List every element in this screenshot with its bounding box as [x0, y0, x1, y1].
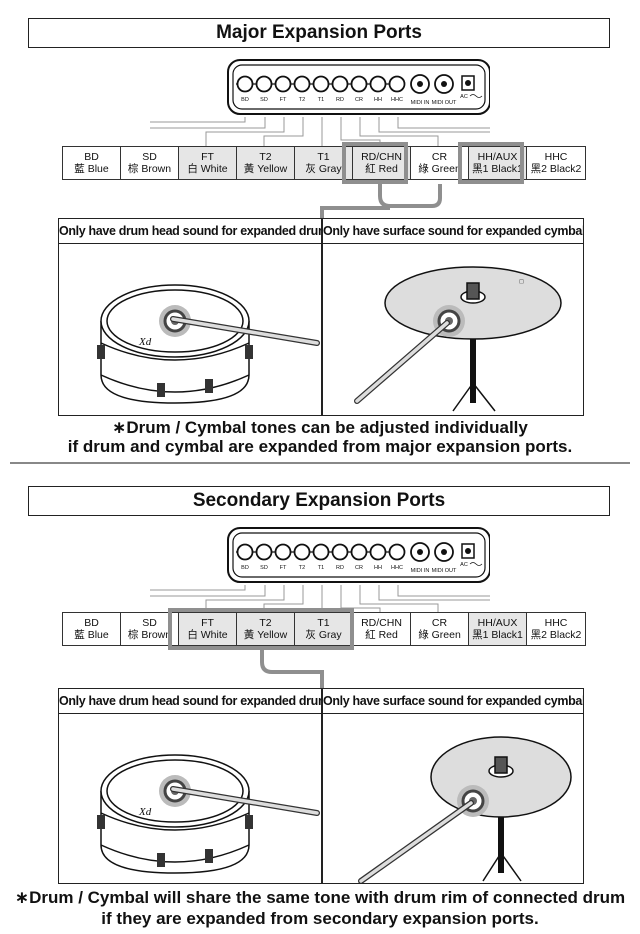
highlight-hh-aux	[458, 142, 524, 184]
svg-text:MIDI IN: MIDI IN	[411, 100, 430, 106]
highlight-rd-chn	[342, 142, 408, 184]
svg-text:MIDI IN: MIDI IN	[411, 568, 430, 574]
svg-text:BD: BD	[241, 97, 249, 103]
svg-text:CR: CR	[355, 565, 363, 571]
drum-caption: Only have drum head sound for expanded d…	[59, 689, 321, 714]
note-major-line2: if drum and cymbal are expanded from maj…	[67, 437, 573, 456]
svg-text:HHC: HHC	[391, 97, 403, 103]
cymbal-caption: Only have surface sound for expanded cym…	[323, 219, 583, 244]
svg-text:MIDI OUT: MIDI OUT	[432, 100, 457, 106]
svg-text:HHC: HHC	[391, 565, 403, 571]
section-title-secondary: Secondary Expansion Ports	[28, 486, 610, 516]
drum-module-diagram: BD SD FT T2 T1 RD CR HH HHC MIDI IN MIDI…	[150, 59, 490, 150]
svg-text:T1: T1	[318, 565, 324, 571]
svg-text:Xd: Xd	[138, 336, 152, 348]
svg-text:SD: SD	[260, 565, 268, 571]
drum-panel-major: Only have drum head sound for expanded d…	[58, 218, 322, 416]
svg-text:◻: ◻	[519, 279, 524, 285]
drum-caption: Only have drum head sound for expanded d…	[59, 219, 321, 244]
svg-text:T2: T2	[299, 565, 305, 571]
cymbal-icon	[358, 736, 572, 883]
drum-module-diagram-2: BD SD FT T2 T1 RD CR HH HHC MIDI IN MIDI…	[150, 527, 490, 614]
svg-text:CR: CR	[355, 97, 363, 103]
svg-text:HH: HH	[374, 97, 382, 103]
drum-panel-secondary: Only have drum head sound for expanded d…	[58, 688, 322, 884]
svg-text:MIDI OUT: MIDI OUT	[432, 568, 457, 574]
snare-drum-icon: Xd	[97, 284, 320, 404]
note-secondary-line2: if they are expanded from secondary expa…	[101, 909, 539, 928]
svg-text:RD: RD	[336, 565, 344, 571]
note-major-line1: ∗Drum / Cymbal tones can be adjusted ind…	[112, 418, 528, 437]
snare-drum-icon: Xd	[97, 754, 320, 874]
highlight-ft-t2-t1	[168, 608, 354, 650]
svg-text:T2: T2	[299, 97, 305, 103]
svg-text:BD: BD	[241, 565, 249, 571]
svg-text:FT: FT	[280, 565, 287, 571]
section-title-major: Major Expansion Ports	[28, 18, 610, 48]
svg-text:T1: T1	[318, 97, 324, 103]
note-secondary-line1: ∗Drum / Cymbal will share the same tone …	[14, 888, 626, 907]
connector-lines-major	[320, 184, 442, 218]
svg-text:SD: SD	[260, 97, 268, 103]
section-divider	[10, 462, 630, 464]
svg-text:Xd: Xd	[138, 806, 152, 818]
cymbal-icon: ◻	[354, 266, 562, 412]
svg-text:FT: FT	[280, 97, 287, 103]
svg-text:AC: AC	[460, 94, 468, 100]
svg-text:AC: AC	[460, 562, 468, 568]
cymbal-panel-secondary: Only have surface sound for expanded cym…	[322, 688, 584, 884]
svg-text:HH: HH	[374, 565, 382, 571]
svg-text:RD: RD	[336, 97, 344, 103]
connector-lines-secondary	[260, 650, 324, 688]
cymbal-caption: Only have surface sound for expanded cym…	[323, 689, 583, 714]
cymbal-panel-major: Only have surface sound for expanded cym…	[322, 218, 584, 416]
